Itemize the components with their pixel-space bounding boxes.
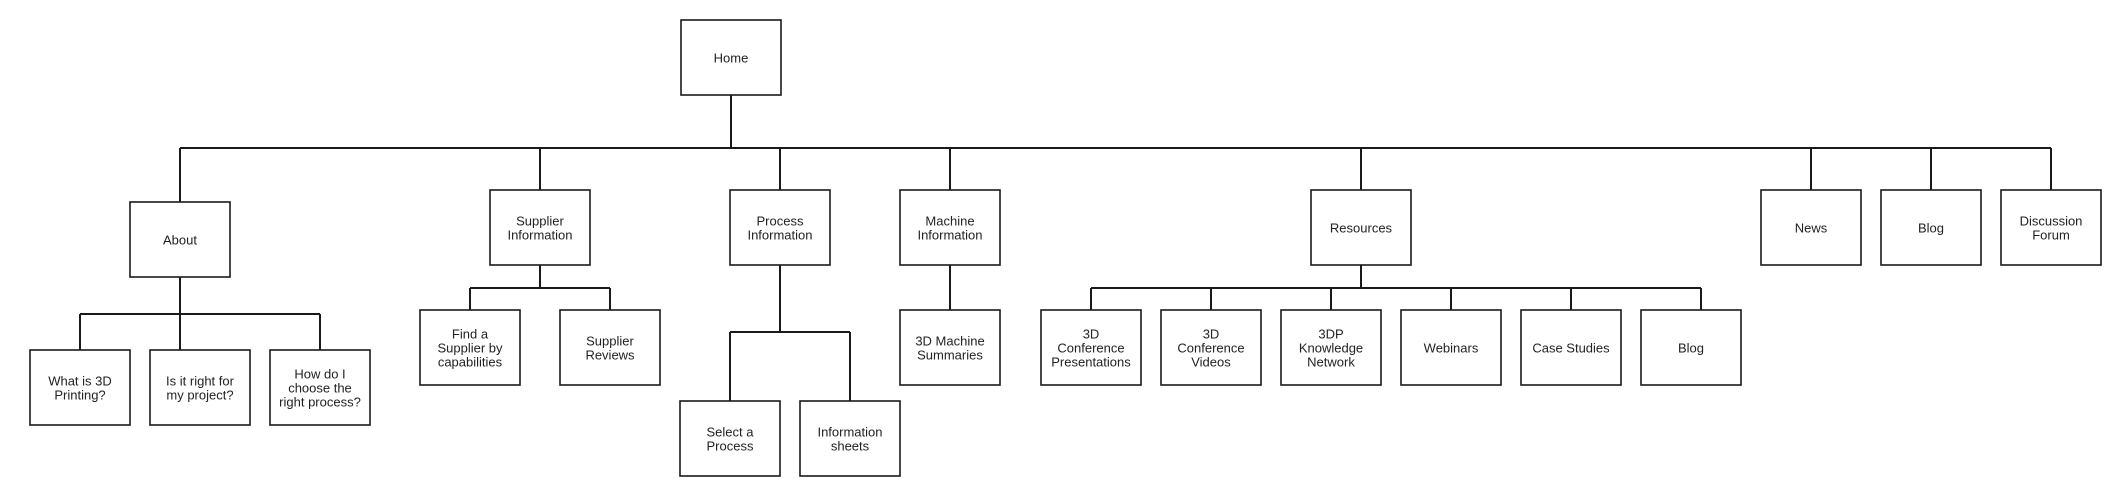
- node-case-studies: Case Studies: [1520, 309, 1622, 386]
- label-line: right process?: [279, 395, 361, 410]
- label-line: my project?: [166, 388, 233, 403]
- label-line: 3D Machine: [915, 334, 984, 349]
- label-line: Is it right for: [166, 374, 235, 389]
- node-news-label: News: [1795, 221, 1828, 236]
- label-line: About: [163, 233, 197, 248]
- node-webinars-label: Webinars: [1424, 341, 1479, 356]
- label-line: sheets: [831, 439, 870, 454]
- node-case-studies-label: Case Studies: [1532, 341, 1610, 356]
- label-line: How do I: [294, 367, 345, 382]
- label-line: Process: [707, 439, 754, 454]
- node-blog-label: Blog: [1918, 221, 1944, 236]
- label-line: Blog: [1918, 221, 1944, 236]
- node-about: About: [129, 201, 231, 278]
- label-line: Knowledge: [1299, 341, 1363, 356]
- label-line: Webinars: [1424, 341, 1479, 356]
- label-line: Forum: [2032, 228, 2070, 243]
- node-res-blog-label: Blog: [1678, 341, 1704, 356]
- node-resources-blog: Blog: [1640, 309, 1742, 386]
- label-line: Information: [917, 228, 982, 243]
- label-line: Discussion: [2020, 214, 2083, 229]
- label-line: News: [1795, 221, 1828, 236]
- label-line: Conference: [1177, 341, 1244, 356]
- node-news: News: [1760, 189, 1862, 266]
- label-line: Summaries: [917, 348, 983, 363]
- label-line: Process: [757, 214, 804, 229]
- label-line: Network: [1307, 355, 1355, 370]
- node-home-label: Home: [714, 51, 749, 66]
- label-line: Find a: [452, 327, 489, 342]
- connector-supplier: [469, 265, 611, 310]
- node-resources-label: Resources: [1330, 221, 1393, 236]
- label-line: Case Studies: [1532, 341, 1610, 356]
- label-line: Information: [817, 425, 882, 440]
- label-line: Videos: [1191, 355, 1231, 370]
- node-resources: Resources: [1310, 189, 1412, 266]
- label-line: Resources: [1330, 221, 1393, 236]
- connector-about: [79, 277, 321, 350]
- label-line: Select a: [707, 425, 755, 440]
- label-line: Information: [747, 228, 812, 243]
- node-about-label: About: [163, 233, 197, 248]
- node-home: Home: [680, 19, 782, 96]
- label-line: Supplier: [516, 214, 564, 229]
- connector-home: [179, 95, 2052, 202]
- label-line: choose the: [288, 381, 352, 396]
- connectors: [79, 95, 2052, 401]
- label-line: Supplier: [586, 334, 634, 349]
- label-line: 3D: [1203, 327, 1220, 342]
- label-line: Reviews: [585, 348, 635, 363]
- connector-resources: [1090, 265, 1702, 310]
- label-line: Information: [507, 228, 572, 243]
- label-line: 3DP: [1318, 327, 1343, 342]
- label-line: 3D: [1083, 327, 1100, 342]
- connector-process: [729, 265, 851, 401]
- label-line: capabilities: [438, 355, 503, 370]
- label-line: Home: [714, 51, 749, 66]
- label-line: Blog: [1678, 341, 1704, 356]
- node-blog: Blog: [1880, 189, 1982, 266]
- label-line: What is 3D: [48, 374, 112, 389]
- label-line: Conference: [1057, 341, 1124, 356]
- label-line: Machine: [925, 214, 974, 229]
- label-line: Printing?: [54, 388, 105, 403]
- label-line: Supplier by: [437, 341, 503, 356]
- label-line: Presentations: [1051, 355, 1131, 370]
- node-webinars: Webinars: [1400, 309, 1502, 386]
